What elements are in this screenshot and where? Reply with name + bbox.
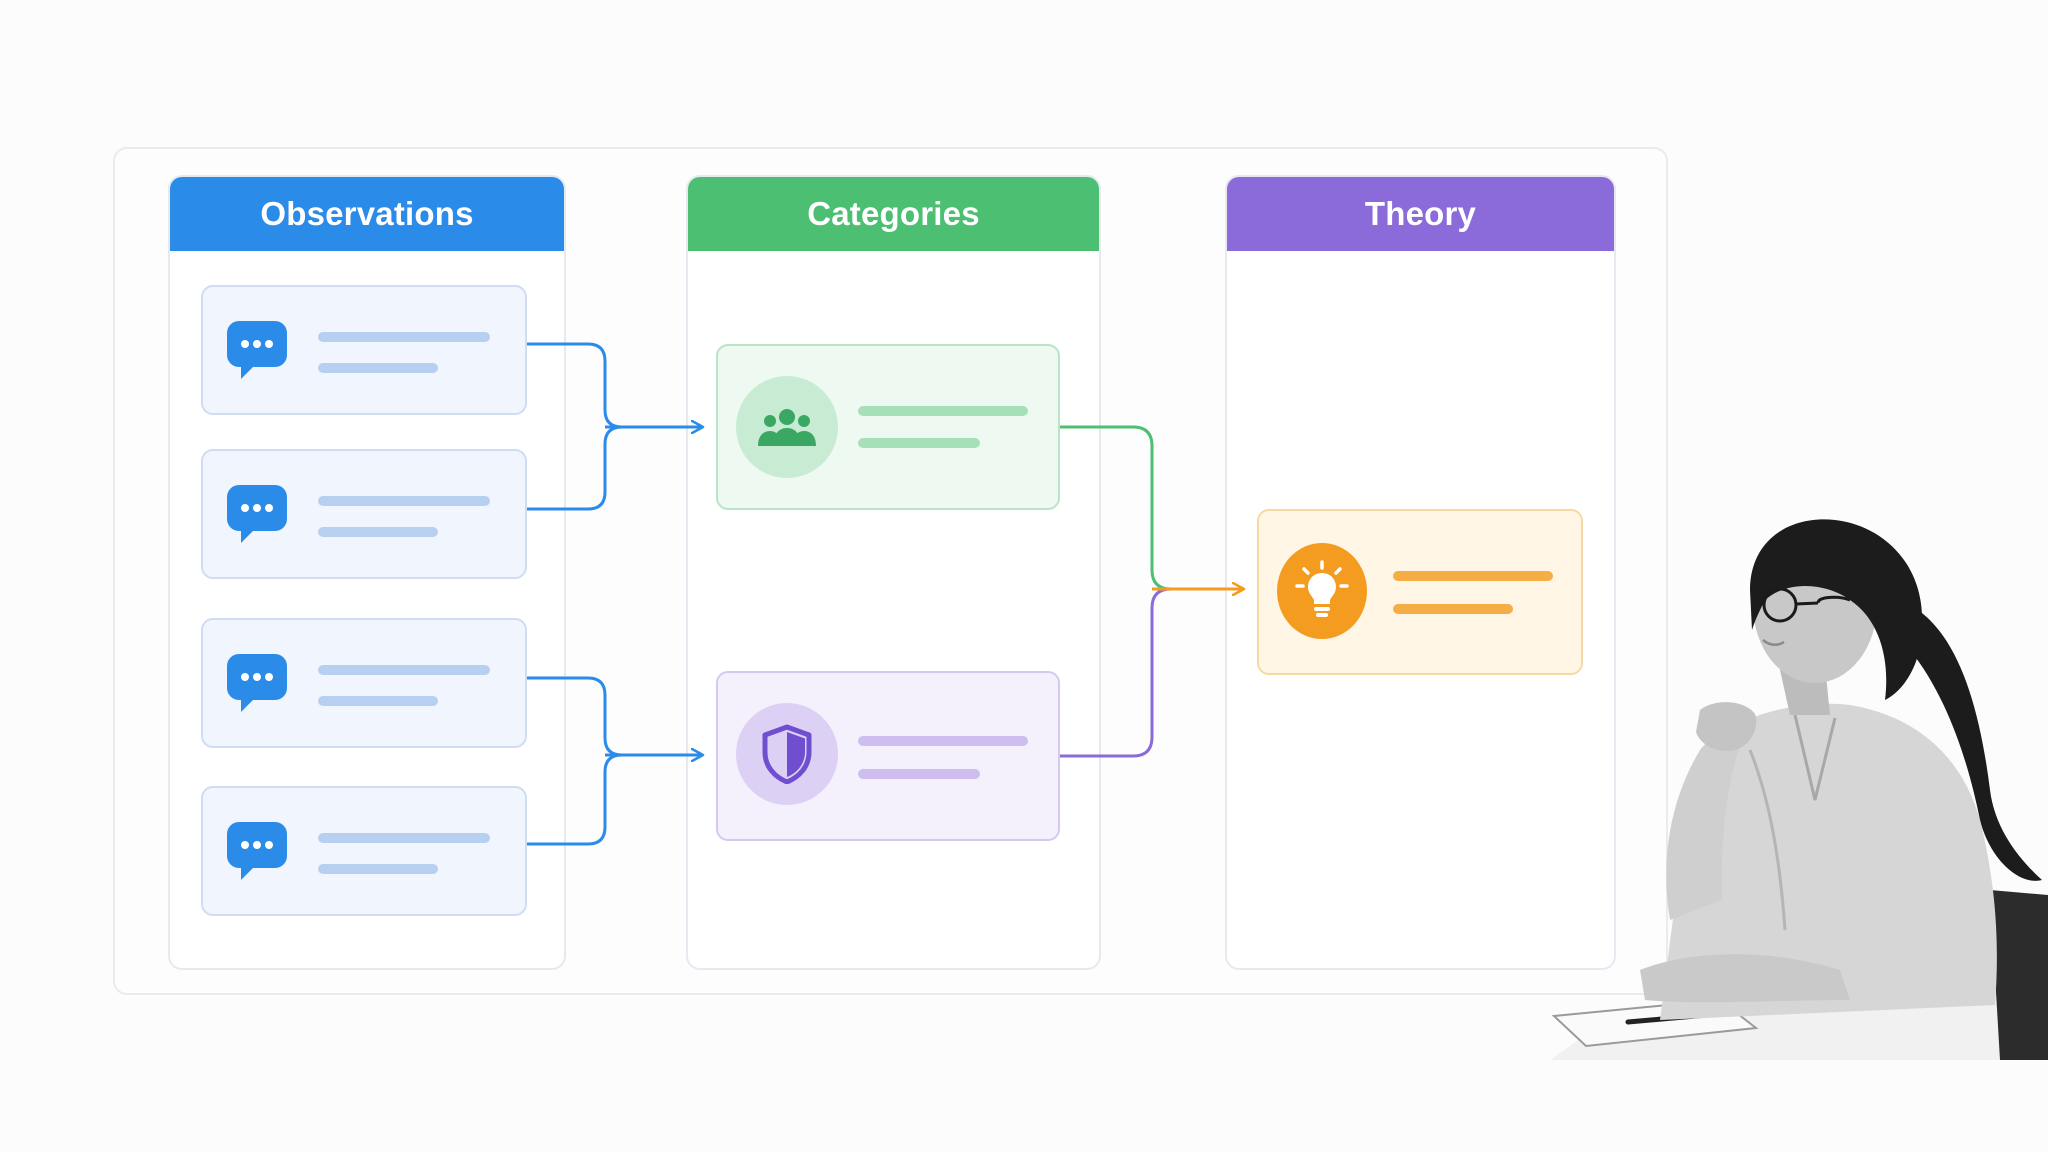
- chat-bubble-icon: [227, 822, 287, 880]
- observations-title: Observations: [260, 195, 474, 232]
- connector-category-2-to-theory: [1060, 587, 1172, 758]
- theory-header: Theory: [1227, 177, 1614, 251]
- shield-icon: [736, 703, 838, 805]
- observation-card-4: [201, 786, 527, 916]
- chat-bubble-icon: [227, 485, 287, 543]
- chat-bubble-icon: [227, 654, 287, 712]
- connector-observation-3-to-category-2: [527, 676, 623, 757]
- connector-observation-1-to-category-1: [527, 342, 623, 429]
- text-placeholder-line: [318, 527, 438, 537]
- category-card-people: [716, 344, 1060, 510]
- thinking-person-illustration: [1550, 519, 2048, 1060]
- text-placeholder-line: [318, 665, 490, 675]
- text-placeholder-line: [318, 363, 438, 373]
- observation-card-2: [201, 449, 527, 579]
- text-placeholder-line: [858, 769, 980, 779]
- lightbulb-icon: [1277, 543, 1367, 639]
- text-placeholder-line: [318, 696, 438, 706]
- chat-bubble-icon: [227, 321, 287, 379]
- text-placeholder-line: [318, 496, 490, 506]
- observations-header: Observations: [170, 177, 564, 251]
- theory-title: Theory: [1364, 195, 1477, 232]
- text-placeholder-line: [318, 833, 490, 843]
- text-placeholder-line: [858, 736, 1028, 746]
- categories-title: Categories: [807, 195, 980, 232]
- observation-card-3: [201, 618, 527, 748]
- group-icon: [736, 376, 838, 478]
- connector-observation-4-to-category-2: [527, 753, 623, 846]
- text-placeholder-line: [318, 332, 490, 342]
- text-placeholder-line: [318, 864, 438, 874]
- text-placeholder-line: [858, 406, 1028, 416]
- connector-observation-2-to-category-1: [527, 425, 623, 511]
- observation-card-1: [201, 285, 527, 415]
- theory-card: [1257, 509, 1583, 675]
- connector-category-1-to-theory: [1060, 425, 1172, 591]
- categories-header: Categories: [688, 177, 1099, 251]
- text-placeholder-line: [858, 438, 980, 448]
- text-placeholder-line: [1393, 571, 1553, 581]
- text-placeholder-line: [1393, 604, 1513, 614]
- category-card-shield: [716, 671, 1060, 841]
